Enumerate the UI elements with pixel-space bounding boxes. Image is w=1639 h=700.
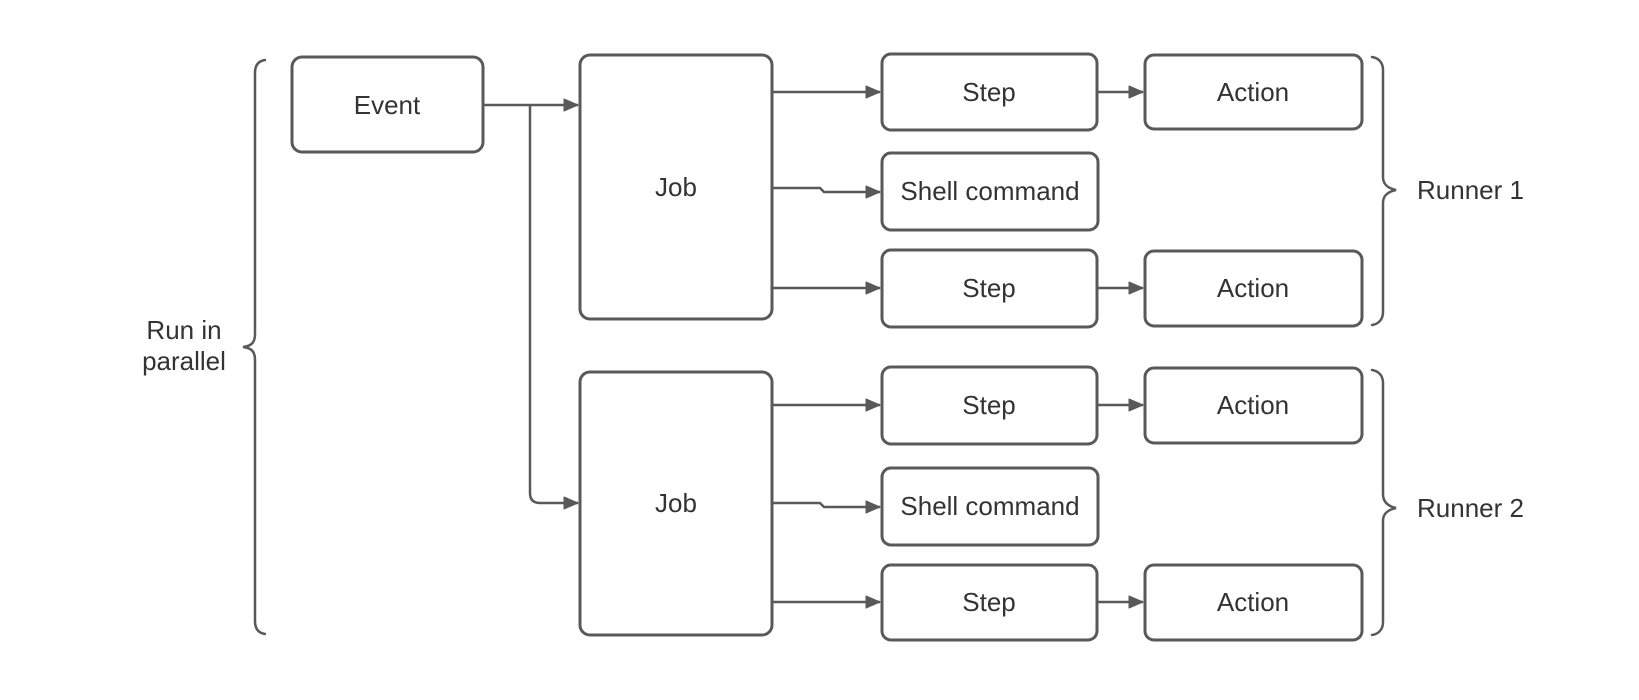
runner1-action1-label: Action [1217, 77, 1289, 107]
runner1-shell-command-label: Shell command [900, 176, 1079, 206]
connector-job2-to-shell2 [772, 500, 881, 514]
runner1-label: Runner 1 [1417, 175, 1524, 205]
runner2-action2-node: Action [1143, 563, 1364, 642]
runner2-brace [1370, 368, 1397, 637]
runner2-shell-command-node: Shell command [880, 466, 1100, 547]
runner2-step2-node: Step [880, 563, 1099, 642]
runner1-step1-node: Step [880, 52, 1099, 132]
runner1-action1-node: Action [1143, 53, 1364, 131]
runner1-shell-command-node: Shell command [880, 151, 1100, 232]
runner1-action2-node: Action [1143, 249, 1364, 328]
job2-label: Job [655, 488, 697, 518]
runner2-label: Runner 2 [1417, 493, 1524, 523]
job1-node: Job [578, 53, 774, 321]
runner2-step1-label: Step [962, 390, 1016, 420]
job1-label: Job [655, 172, 697, 202]
runner1-action2-label: Action [1217, 273, 1289, 303]
runner2-shell-command-label: Shell command [900, 491, 1079, 521]
run-in-parallel-label-line2: parallel [142, 346, 226, 376]
runner1-step2-node: Step [880, 248, 1099, 329]
runner2-action2-label: Action [1217, 587, 1289, 617]
runner2-action1-node: Action [1143, 366, 1364, 445]
event-label: Event [354, 90, 421, 120]
runner1-step1-label: Step [962, 77, 1016, 107]
connector-job1-to-shell1 [772, 185, 881, 199]
event-node: Event [290, 55, 485, 154]
run-in-parallel-brace [242, 58, 267, 636]
run-in-parallel-label-line1: Run in [146, 315, 221, 345]
runner1-brace [1370, 55, 1397, 327]
runner2-step2-label: Step [962, 587, 1016, 617]
runner1-step2-label: Step [962, 273, 1016, 303]
runner2-action1-label: Action [1217, 390, 1289, 420]
runner2-step1-node: Step [880, 365, 1099, 446]
connector-event-to-job2 [528, 105, 579, 510]
job2-node: Job [578, 370, 774, 637]
